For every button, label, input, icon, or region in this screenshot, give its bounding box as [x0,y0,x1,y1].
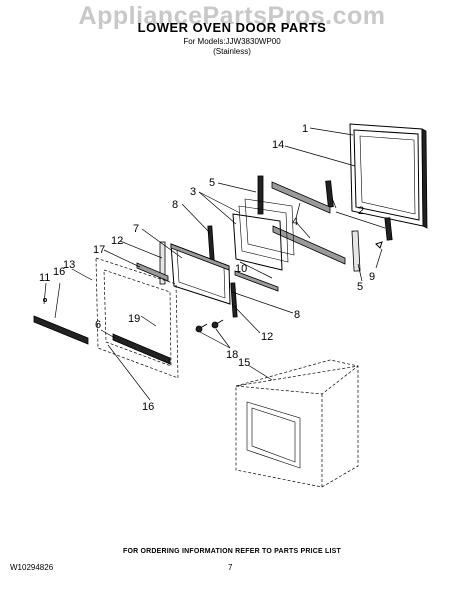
part-inner-door-liner[interactable] [95,257,179,379]
part-oven-cavity-box[interactable] [235,359,359,488]
callout-9: 9 [369,271,375,283]
callout-15: 15 [238,357,250,369]
callout-16b: 16 [142,401,154,413]
callout-12: 12 [111,235,123,247]
part-door-side-clips[interactable] [257,175,393,272]
part-door-trim-rails[interactable] [271,181,346,265]
callout-11: 11 [39,272,50,284]
part-door-side-strips[interactable] [159,241,166,285]
document-number: W10294826 [10,563,54,572]
callout-leaders [43,127,386,401]
callout-8b: 8 [294,309,300,321]
callout-numbers: 1 14 5 3 2 4 8 7 12 17 10 9 5 11 16 13 8… [39,123,375,413]
callout-12b: 12 [261,331,273,343]
part-door-screws[interactable] [195,319,224,333]
model-subtitle: For Models:JJW3830WP00 (Stainless) [0,37,464,57]
callout-14: 14 [272,139,284,151]
callout-7: 7 [133,223,139,235]
model-line: For Models:JJW3830WP00 [183,37,281,46]
page-number: 7 [228,563,233,572]
callout-8: 8 [172,199,178,211]
part-inner-door-frame[interactable] [170,243,231,305]
callout-16: 16 [53,266,65,278]
callout-6: 6 [95,319,101,331]
callout-5b: 5 [357,281,363,293]
callout-17: 17 [93,244,105,256]
watermark: AppliancePartsPros.com [78,2,386,30]
callout-13: 13 [63,259,75,271]
callout-1: 1 [302,123,308,135]
part-glass-spacer-strips[interactable] [207,225,279,318]
finish-line: (Stainless) [213,47,251,56]
callout-2: 2 [358,205,364,217]
callout-10: 10 [235,263,247,275]
page-title: LOWER OVEN DOOR PARTS [137,20,327,35]
callout-4: 4 [292,216,298,228]
callout-3: 3 [190,186,196,198]
callout-18: 18 [226,349,238,361]
part-outer-door-panel[interactable] [349,123,428,229]
ordering-note: FOR ORDERING INFORMATION REFER TO PARTS … [122,548,342,555]
part-door-hinge-arm[interactable] [33,298,89,345]
callout-19: 19 [128,313,140,325]
part-door-glass-panels[interactable] [232,198,295,271]
callout-5: 5 [209,177,215,189]
part-bottom-vent-trim[interactable] [112,333,171,365]
